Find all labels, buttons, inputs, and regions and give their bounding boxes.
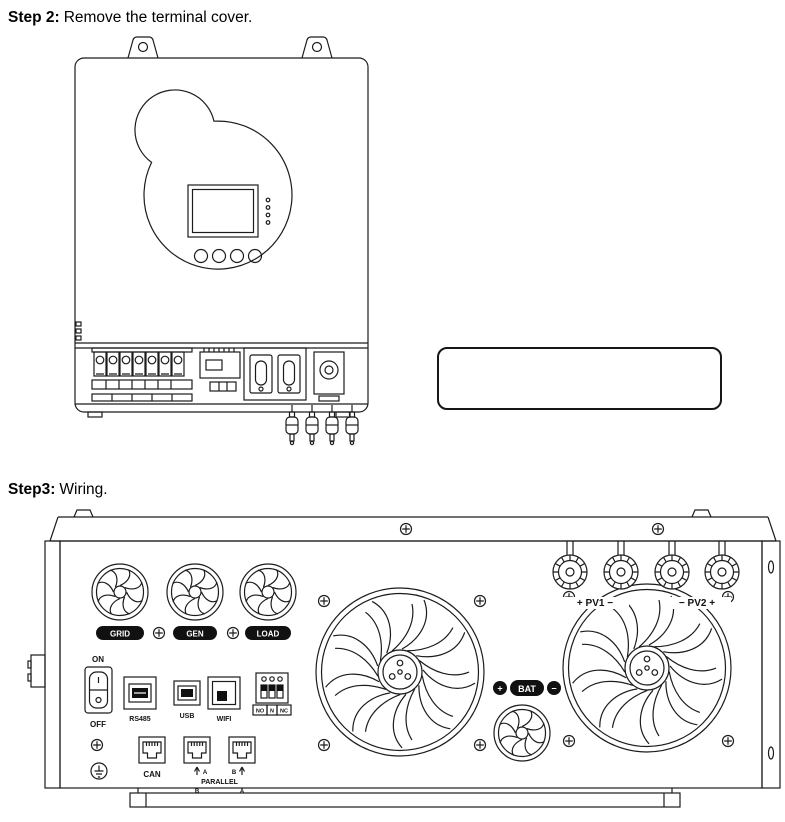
inverter-wiring-view: GRID GEN LOAD ON OFF RS485	[27, 509, 781, 808]
rear-face	[59, 540, 763, 789]
bat-minus-label: −	[551, 684, 556, 694]
switch-cluster: ON OFF RS485 USB	[84, 655, 292, 729]
breakers	[243, 347, 307, 401]
mounting-ears	[127, 36, 333, 59]
on-label: ON	[92, 655, 104, 664]
pv2-plus-connector[interactable]	[704, 554, 740, 590]
loop-a-label: A	[240, 789, 245, 795]
step2-label: Step 2:	[8, 9, 60, 26]
pv2-label: − PV2 +	[679, 598, 715, 609]
parallel-label: PARALLEL	[201, 779, 239, 786]
dip-n-label: N	[270, 709, 274, 715]
ground-icon	[94, 765, 104, 778]
parallel-b-port[interactable]	[228, 736, 256, 764]
bat-label: BAT	[518, 684, 536, 694]
terminal-blocks	[91, 347, 193, 402]
wifi-label: WIFI	[217, 716, 232, 723]
screw-icon	[651, 522, 665, 536]
cooling-fan-left	[316, 588, 484, 756]
step2-text: Remove the terminal cover.	[63, 9, 253, 26]
chassis	[27, 509, 781, 808]
cooling-fan-right	[563, 584, 731, 752]
usb-label: USB	[180, 713, 195, 720]
rs485-label: RS485	[129, 716, 151, 723]
can-label: CAN	[143, 770, 161, 779]
parallel-b-label: B	[232, 770, 237, 776]
parallel-a-label: A	[203, 770, 208, 776]
pv2-minus-connector[interactable]	[654, 554, 690, 590]
power-switch[interactable]	[84, 666, 113, 714]
dry-contact-dip-switch[interactable]	[255, 672, 289, 704]
step3-label: Step3:	[8, 481, 56, 498]
screw-icon	[152, 626, 166, 640]
control-pcb	[199, 348, 241, 392]
grid-gland	[92, 564, 148, 620]
load-gland	[240, 564, 296, 620]
dip-nc-label: NC	[280, 709, 288, 715]
pv1-minus-connector[interactable]	[603, 554, 639, 590]
step3-text: Wiring.	[59, 481, 108, 498]
step2-heading: Step 2:Remove the terminal cover.	[8, 8, 252, 28]
screw-icon	[399, 522, 413, 536]
battery-gland	[494, 705, 550, 761]
front-buttons	[193, 248, 263, 264]
battery-terminal: + BAT −	[493, 680, 561, 761]
parallel-a-port[interactable]	[183, 736, 211, 764]
comm-ports: CAN A B PARALLEL B A	[138, 736, 256, 795]
display-panel	[134, 89, 293, 270]
screw-icon	[226, 626, 240, 640]
lcd-screen	[187, 184, 259, 238]
ground-terminal	[90, 762, 108, 780]
load-label: LOAD	[257, 630, 280, 639]
pv-connectors: + PV1 − − PV2 +	[552, 541, 740, 609]
cable-glands: GRID GEN LOAD	[92, 564, 296, 640]
gen-gland	[167, 564, 223, 620]
gen-label: GEN	[186, 630, 204, 639]
gland-port	[313, 351, 345, 402]
off-label: OFF	[90, 720, 106, 729]
mc4-connectors	[285, 404, 359, 446]
inverter-body	[74, 57, 369, 413]
dip-no-label: NO	[256, 709, 265, 715]
grid-label: GRID	[110, 630, 130, 639]
can-port[interactable]	[138, 736, 166, 764]
step3-heading: Step3:Wiring.	[8, 480, 108, 500]
pv1-plus-connector[interactable]	[552, 554, 588, 590]
inverter-front-view	[74, 36, 369, 446]
rs485-port[interactable]	[123, 676, 157, 710]
wifi-port[interactable]	[207, 676, 241, 710]
loop-b-label: B	[195, 789, 200, 795]
usb-port[interactable]	[173, 680, 201, 706]
pv1-label: + PV1 −	[577, 598, 613, 609]
terminal-cover	[437, 347, 722, 410]
bat-plus-label: +	[497, 684, 502, 694]
